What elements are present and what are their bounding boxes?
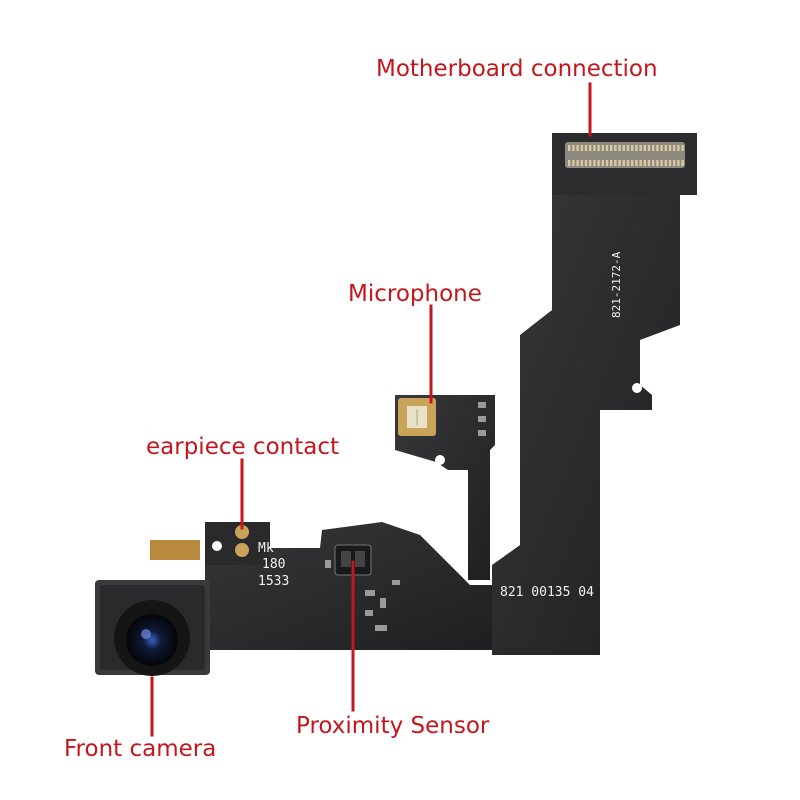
connector-pin	[668, 145, 672, 151]
connector-pin	[568, 160, 571, 166]
label-motherboard-connection: Motherboard connection	[376, 56, 658, 82]
connector-pin	[618, 160, 621, 166]
connector-pin	[664, 160, 667, 166]
connector-pin	[576, 160, 579, 166]
connector-pin	[589, 145, 592, 151]
connector-pin	[568, 145, 571, 151]
earpiece-contact-pad	[235, 525, 249, 539]
connector-pin	[664, 145, 667, 151]
connector-pin	[605, 160, 609, 166]
connector-pin	[652, 160, 655, 166]
microphone-arm	[395, 395, 495, 580]
connector-pin	[656, 145, 659, 151]
connector-pin	[626, 145, 630, 151]
connector-pin	[618, 145, 621, 151]
connector-pin	[614, 160, 617, 166]
connector-pin	[639, 160, 642, 166]
connector-pin	[681, 160, 684, 166]
label-earpiece-contact: earpiece contact	[146, 434, 340, 460]
connector-pin	[597, 145, 600, 151]
connector-pin	[576, 145, 579, 151]
connector-pin	[622, 145, 625, 151]
connector-pin	[626, 160, 630, 166]
connector-pin	[580, 160, 583, 166]
connector-pin	[610, 160, 613, 166]
connector-pin	[643, 160, 646, 166]
camera-gold-tab	[150, 540, 200, 560]
mounting-hole	[435, 455, 445, 465]
pcb-stamp-line3: 1533	[258, 574, 289, 589]
connector-pin	[647, 160, 651, 166]
pcb-stamp-line2: 180	[262, 557, 285, 572]
connector-pin	[681, 145, 684, 151]
pcb-part-number-vertical: 821-2172-A	[610, 251, 623, 318]
connector-pin	[677, 160, 680, 166]
connector-pin	[572, 145, 575, 151]
earpiece-contact-tab	[205, 522, 270, 565]
connector-pin	[668, 160, 672, 166]
earpiece-contact-pad	[235, 543, 249, 557]
smd-components	[325, 402, 486, 631]
connector-pin	[635, 145, 638, 151]
connector-pins	[568, 145, 684, 166]
flex-cable-main	[492, 195, 680, 655]
label-proximity-sensor: Proximity Sensor	[296, 713, 490, 739]
connector-pin	[597, 160, 600, 166]
pcb-stamp-line1: Mk	[258, 541, 274, 556]
camera-lens	[126, 614, 178, 666]
connector-pin	[589, 160, 592, 166]
pcb-part-number-bottom: 821 00135 04	[500, 585, 594, 600]
connector-pin	[601, 160, 604, 166]
connector-pin	[635, 160, 638, 166]
connector-pin	[656, 160, 659, 166]
connector-pin	[673, 160, 676, 166]
connector-pin	[605, 145, 609, 151]
connector-pin	[660, 160, 663, 166]
connector-pin	[580, 145, 583, 151]
connector-pin	[572, 160, 575, 166]
connector-pin	[673, 145, 676, 151]
connector-pin	[584, 145, 588, 151]
connector-pin	[643, 145, 646, 151]
connector-pin	[677, 145, 680, 151]
connector-pin	[601, 145, 604, 151]
connector-pin	[584, 160, 588, 166]
connector-pin	[631, 145, 634, 151]
connector-pin	[652, 145, 655, 151]
connector-pin	[593, 160, 596, 166]
connector-pin	[660, 145, 663, 151]
label-front-camera: Front camera	[64, 736, 217, 762]
connector-pin	[647, 145, 651, 151]
mounting-hole	[632, 383, 642, 393]
connector-pin	[622, 160, 625, 166]
leader-lines	[150, 82, 592, 737]
connector-pin	[614, 145, 617, 151]
label-microphone: Microphone	[348, 281, 482, 307]
connector-pin	[639, 145, 642, 151]
connector-pin	[593, 145, 596, 151]
connector-pin	[631, 160, 634, 166]
connector-pin	[610, 145, 613, 151]
mounting-hole	[212, 541, 222, 551]
